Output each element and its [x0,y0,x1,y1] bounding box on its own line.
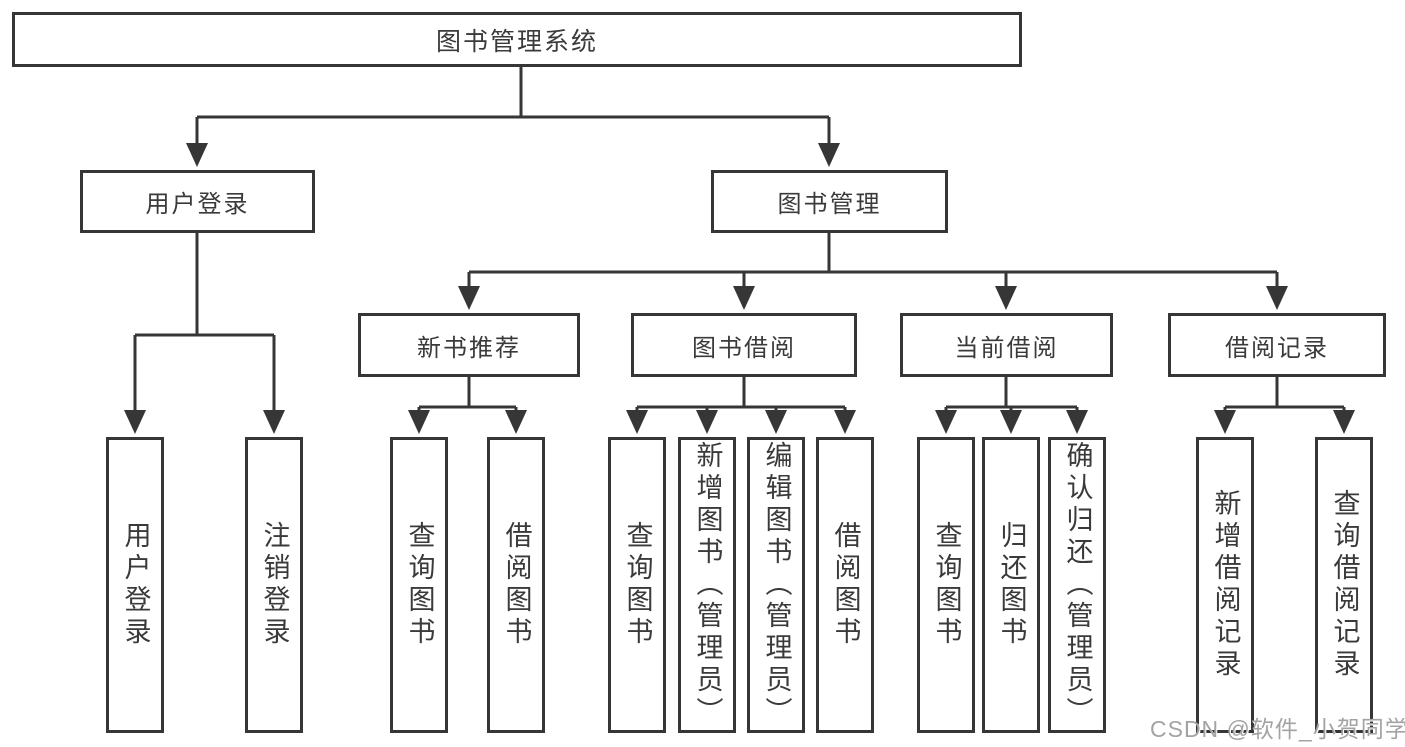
node-label: 图书管理 [777,191,882,218]
node-root: 图书管理系统 [12,12,1022,67]
arrow-down-icon [1000,410,1022,434]
node-label: 借阅记录 [1225,334,1329,362]
node-label: 确认归还（管理员） [1062,441,1093,729]
node-label: 注销登录 [259,521,290,649]
leaf-query-books-current: 查询图书 [917,437,975,733]
arrow-down-icon [263,410,285,434]
leaf-user-login: 用户登录 [106,437,164,733]
arrow-down-icon [458,286,480,310]
arrow-down-icon [834,410,856,434]
leaf-borrow-books-recommend: 借阅图书 [487,437,545,733]
node-label: 归还图书 [996,521,1027,649]
node-label: 查询图书 [931,521,962,649]
arrow-down-icon [408,410,430,434]
node-label: 新增借阅记录 [1210,489,1241,681]
arrow-down-icon [1266,286,1288,310]
watermark: CSDN @软件_小贺同学 [1150,716,1405,742]
leaf-return-books: 归还图书 [982,437,1040,733]
node-label: 新书推荐 [417,334,521,362]
node-new-book-recommend: 新书推荐 [358,313,580,377]
arrow-down-icon [935,410,957,434]
node-label: 图书借阅 [692,334,796,362]
arrow-down-icon [505,410,527,434]
arrow-down-icon [1066,410,1088,434]
leaf-query-books-borrowing: 查询图书 [608,437,666,733]
leaf-confirm-return-admin: 确认归还（管理员） [1048,437,1106,733]
leaf-query-books-recommend: 查询图书 [390,437,448,733]
arrow-down-icon [733,286,755,310]
node-label: 用户登录 [120,521,151,649]
node-user-login-group: 用户登录 [80,170,315,233]
arrow-down-icon [696,410,718,434]
node-label: 借阅图书 [501,521,532,649]
leaf-borrow-books-borrowing: 借阅图书 [816,437,874,733]
leaf-logout: 注销登录 [245,437,303,733]
leaf-query-borrow-record: 查询借阅记录 [1315,437,1373,733]
node-book-borrowing: 图书借阅 [631,313,857,377]
arrow-down-icon [995,286,1017,310]
arrow-down-icon [818,143,840,167]
node-borrowing-records: 借阅记录 [1168,313,1386,377]
node-book-management: 图书管理 [711,170,948,233]
node-label: 新增图书（管理员） [692,441,723,729]
node-label: 用户登录 [145,191,250,218]
arrow-down-icon [186,143,208,167]
node-label: 图书管理系统 [435,27,598,56]
node-label: 当前借阅 [954,334,1059,362]
leaf-add-books-admin: 新增图书（管理员） [678,437,736,733]
arrow-down-icon [1333,410,1355,434]
node-label: 查询图书 [404,521,435,649]
node-label: 编辑图书（管理员） [761,441,792,729]
arrow-down-icon [765,410,787,434]
node-current-borrowing: 当前借阅 [900,313,1113,377]
leaf-add-borrow-record: 新增借阅记录 [1196,437,1254,733]
node-label: 查询图书 [622,521,653,649]
arrow-down-icon [124,410,146,434]
arrow-down-icon [626,410,648,434]
arrow-down-icon [1214,410,1236,434]
leaf-edit-books-admin: 编辑图书（管理员） [747,437,805,733]
node-label: 查询借阅记录 [1329,489,1360,681]
node-label: 借阅图书 [830,521,861,649]
